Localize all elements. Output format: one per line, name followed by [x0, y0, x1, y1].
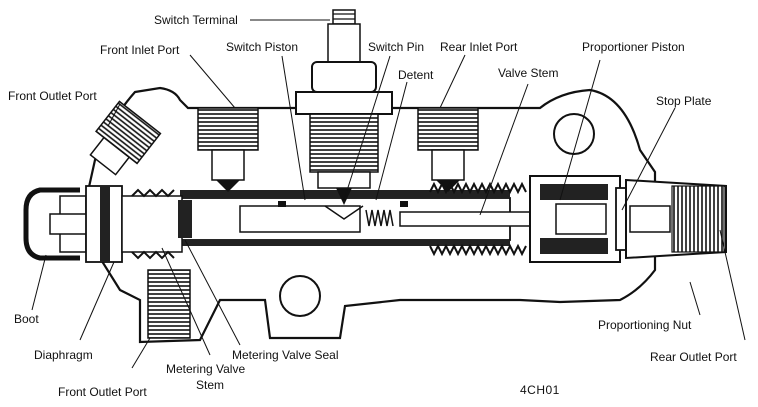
label-switch-piston: Switch Piston: [226, 40, 299, 54]
proportioning-nut: [625, 178, 727, 260]
detent-spring: [365, 209, 394, 227]
label-rear-outlet-port: Rear Outlet Port: [650, 350, 737, 364]
label-metering-valve-stem-line1: Metering Valve: [166, 362, 246, 376]
label-diaphragm: Diaphragm: [34, 348, 93, 362]
mounting-hole-top: [553, 113, 595, 155]
piston-o-ring-left: [278, 201, 286, 207]
switch-assembly: [295, 9, 393, 205]
label-front-outlet-port-bottom: Front Outlet Port: [58, 385, 147, 399]
label-stop-plate: Stop Plate: [656, 94, 712, 108]
label-front-outlet-port-top: Front Outlet Port: [8, 89, 97, 103]
front-inlet-port: [197, 107, 259, 192]
metering-valve-seal: [178, 200, 192, 238]
mounting-hole-bottom: [279, 275, 321, 317]
piston-o-ring-right: [400, 201, 408, 207]
label-switch-terminal: Switch Terminal: [154, 13, 238, 27]
label-switch-pin: Switch Pin: [368, 40, 425, 54]
front-outlet-port-bottom: [147, 269, 191, 339]
label-metering-valve-stem-line2: Stem: [196, 378, 225, 392]
switch-piston: [239, 205, 361, 233]
front-outlet-port-top: [89, 100, 162, 176]
label-boot: Boot: [14, 312, 39, 326]
label-valve-stem: Valve Stem: [498, 66, 559, 80]
stop-plate: [615, 187, 627, 251]
label-front-inlet-port: Front Inlet Port: [100, 43, 180, 57]
label-proportioner-piston: Proportioner Piston: [582, 40, 685, 54]
label-detent: Detent: [398, 68, 434, 82]
valve-stem: [399, 211, 551, 227]
leader-lines: [31, 19, 746, 369]
label-proportioning-nut: Proportioning Nut: [598, 318, 692, 332]
metering-valve-springs: [131, 188, 175, 260]
boot: [23, 187, 91, 261]
proportioner-spring: [429, 181, 527, 257]
proportioner-housing: [529, 175, 621, 263]
figure-id: 4CH01: [520, 383, 560, 397]
bore-hatch-bottom: [180, 240, 510, 246]
label-rear-inlet-port: Rear Inlet Port: [440, 40, 518, 54]
switch-piston-detent: [324, 205, 364, 220]
label-metering-valve-seal: Metering Valve Seal: [232, 348, 339, 362]
diaphragm: [85, 185, 183, 263]
